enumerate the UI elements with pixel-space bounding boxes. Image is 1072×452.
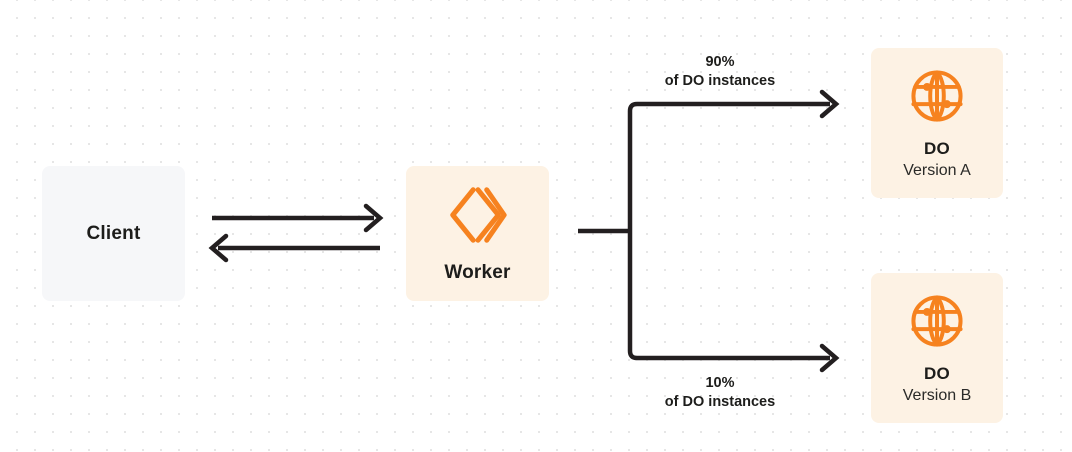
node-do-version-a-sublabel: Version A (903, 161, 971, 179)
edge-worker-to-do-a (637, 89, 840, 119)
node-worker-label: Worker (444, 261, 511, 283)
globe-icon (908, 292, 966, 350)
node-do-version-b[interactable]: DO Version B (871, 273, 1003, 423)
node-do-version-b-label: DO (923, 363, 951, 383)
node-do-version-a-label: DO (923, 138, 951, 158)
edge-label-do-a-subtext: of DO instances (664, 73, 776, 89)
edge-worker-to-do-b (637, 343, 840, 373)
edge-label-do-b: 10% of DO instances (607, 374, 833, 412)
edge-worker-to-client (208, 233, 380, 263)
cloudflare-workers-icon (447, 184, 509, 246)
node-do-version-b-sublabel: Version B (902, 386, 972, 404)
edge-worker-split-bus (578, 101, 638, 361)
edge-label-do-a: 90% of DO instances (607, 53, 833, 91)
edge-client-to-worker (212, 203, 384, 233)
edge-label-do-b-percent: 10% (705, 375, 735, 391)
node-client-label: Client (86, 222, 141, 244)
node-client[interactable]: Client (42, 166, 185, 301)
node-do-version-a[interactable]: DO Version A (871, 48, 1003, 198)
edge-label-do-b-subtext: of DO instances (664, 394, 776, 410)
node-worker[interactable]: Worker (406, 166, 549, 301)
globe-icon (908, 67, 966, 125)
edge-label-do-a-percent: 90% (705, 54, 735, 70)
